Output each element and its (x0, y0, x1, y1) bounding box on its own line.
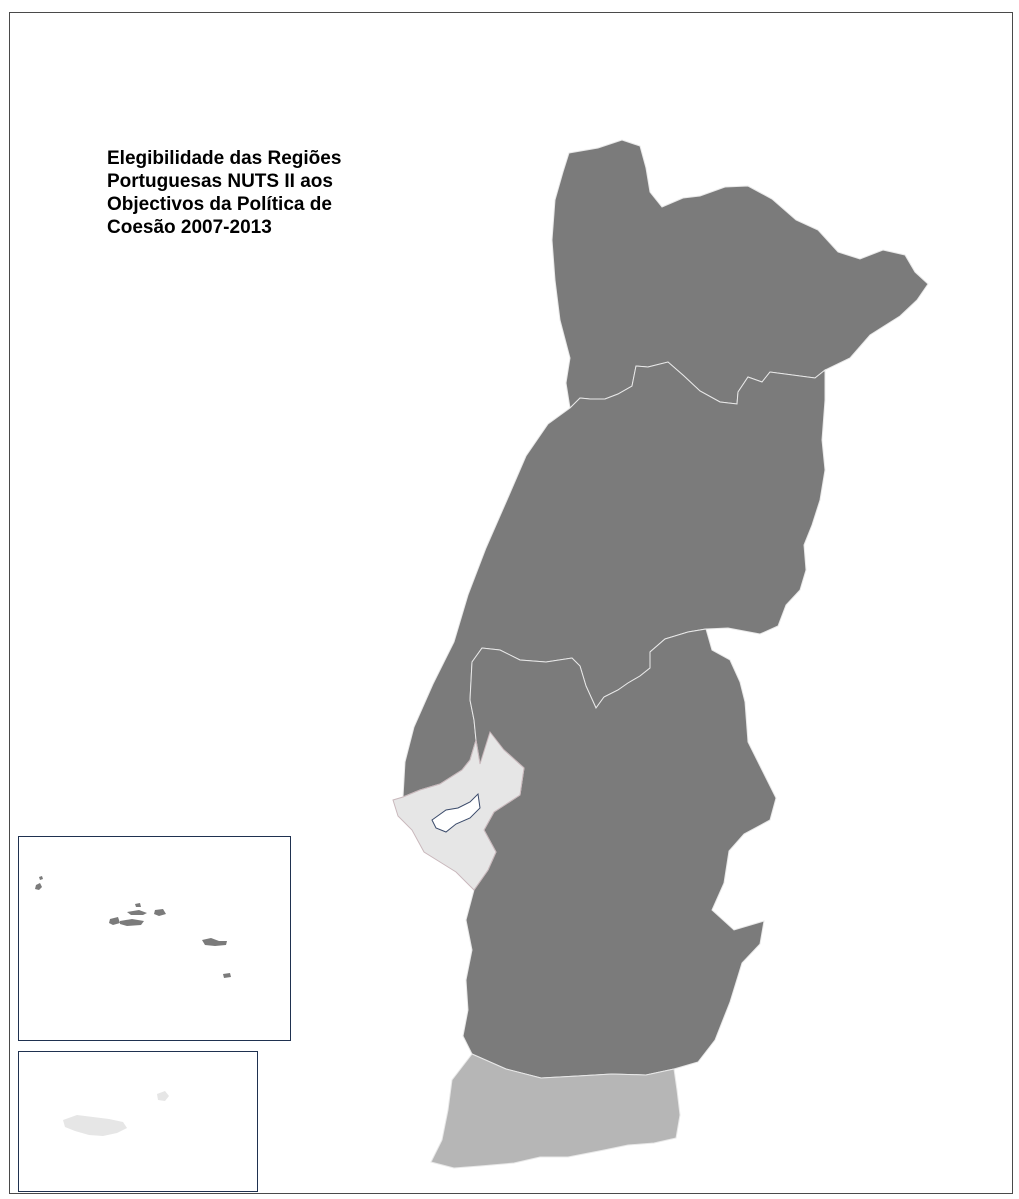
azores-island-pico (120, 919, 144, 926)
azores-island-santa-maria (223, 973, 231, 978)
map-title-line-2: Portuguesas NUTS II aos (107, 171, 333, 192)
tagus-estuary (431, 792, 481, 833)
azores-island-sao-miguel (202, 938, 227, 946)
madeira-island-madeira (63, 1115, 127, 1136)
madeira-island-porto-santo (157, 1091, 169, 1101)
map-title: Elegibilidade das Regiões Portuguesas NU… (107, 147, 437, 239)
region-norte (551, 139, 929, 410)
region-algarve (430, 1053, 681, 1169)
azores-island-corvo (39, 876, 43, 880)
azores-map (35, 876, 231, 978)
azores-island-graciosa (135, 903, 141, 907)
azores-island-faial (109, 917, 120, 925)
azores-island-flores (35, 883, 42, 890)
map-title-line-4: Coesão 2007-2013 (107, 217, 272, 238)
azores-island-sao-jorge (127, 910, 147, 915)
madeira-map (63, 1091, 169, 1136)
madeira-inset (18, 1051, 258, 1192)
map-title-line-1: Elegibilidade das Regiões (107, 148, 342, 169)
region-alentejo (462, 628, 777, 1079)
azores-inset (18, 836, 291, 1041)
map-title-line-3: Objectivos da Política de (107, 194, 332, 215)
azores-island-terceira (154, 909, 166, 916)
